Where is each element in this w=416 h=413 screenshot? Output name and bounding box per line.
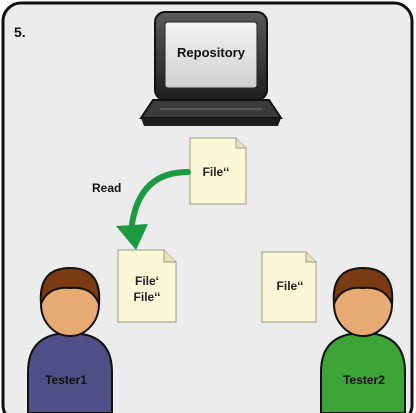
tester1-label: Tester1 bbox=[45, 373, 87, 387]
tester1-figure-icon bbox=[27, 266, 113, 413]
tester1-document-label-1: File‘ bbox=[135, 274, 159, 288]
tester2-document-icon bbox=[261, 251, 317, 323]
tester2-document-label: File‘‘ bbox=[277, 279, 304, 293]
step-number: 5. bbox=[14, 24, 26, 40]
repository-label: Repository bbox=[177, 45, 246, 60]
tester2-figure-icon bbox=[320, 266, 406, 413]
computer-monitor-icon bbox=[139, 11, 283, 126]
server-document-icon bbox=[189, 137, 247, 205]
server-document-label: File‘‘ bbox=[203, 165, 230, 179]
read-arrow bbox=[116, 169, 191, 250]
tester1-document-label-2: File‘‘ bbox=[134, 290, 161, 304]
tester1-document-icon bbox=[117, 249, 177, 323]
read-arrow-label: Read bbox=[92, 181, 121, 195]
tester2-label: Tester2 bbox=[343, 373, 385, 387]
